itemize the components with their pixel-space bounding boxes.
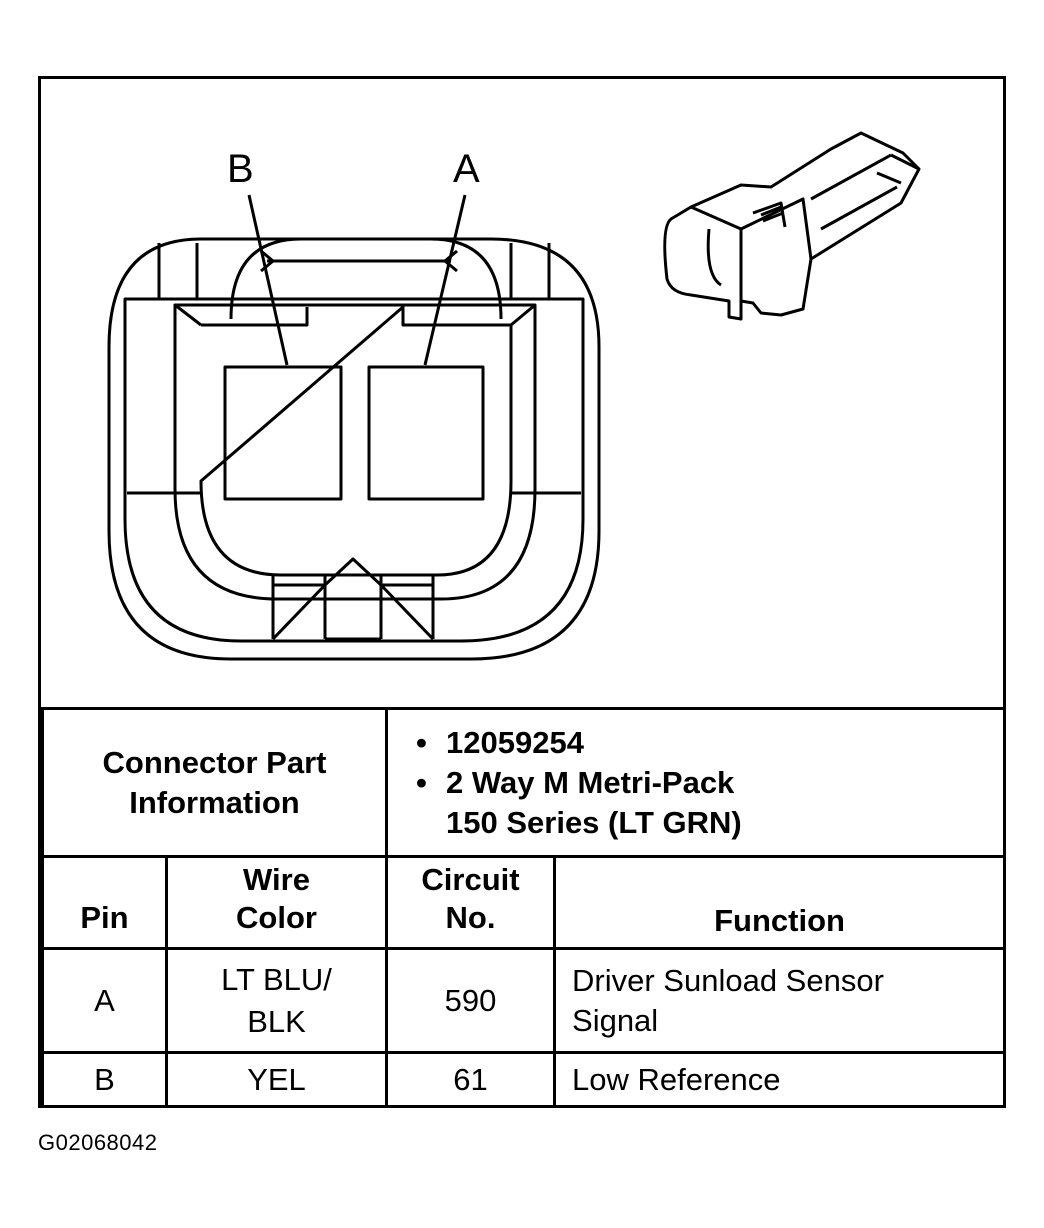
pin-label-a: A: [453, 147, 480, 191]
row-a-wire-color-line1: LT BLU/: [221, 961, 332, 997]
row-a-pin: A: [41, 947, 168, 1054]
connector-part-info-label-line1: Connector Part: [102, 744, 327, 780]
connector-figure: B A: [41, 79, 1003, 707]
connector-outer-housing: [107, 237, 601, 661]
header-wire-color-line1: Wire: [243, 862, 310, 897]
header-wire-color-line2: Color: [236, 900, 317, 935]
leader-line-b: [247, 194, 289, 366]
row-b-pin: B: [41, 1051, 168, 1108]
connector-part-info-label: Connector Part Information: [40, 707, 389, 858]
header-circuit-line2: No.: [445, 900, 496, 935]
connector-isometric-sketch: [663, 131, 921, 321]
row-b-function: Low Reference: [553, 1051, 1007, 1108]
header-wire-color: Wire Color: [164, 855, 389, 950]
connector-part-info-row: Connector Part Information 12059254 2 Wa…: [40, 707, 1007, 858]
connector-sheet: B A Connector Part Information 12059254 …: [38, 76, 1007, 1108]
terminal-cavity-a: [367, 365, 485, 501]
figure-code: G02068042: [38, 1130, 158, 1155]
row-b-wire-color: YEL: [164, 1051, 389, 1108]
connector-key: [271, 575, 435, 639]
connector-cavity-frame: [173, 303, 537, 601]
leader-line-a: [423, 194, 467, 366]
header-circuit-line1: Circuit: [421, 862, 520, 897]
row-a-circuit: 590: [385, 947, 557, 1054]
header-pin: Pin: [41, 855, 168, 950]
connector-part-info-label-line2: Information: [129, 784, 300, 820]
header-pin-label: Pin: [80, 900, 129, 935]
connector-latch: [229, 237, 503, 320]
connector-type: 2 Way M Metri-Pack 150 Series (LT GRN): [416, 763, 1003, 843]
row-a-function-line2: Signal: [572, 1002, 659, 1038]
row-a-wire-color: LT BLU/ BLK: [164, 947, 389, 1054]
header-function: Function: [553, 855, 1007, 950]
terminal-cavity-b: [223, 365, 343, 501]
connector-drawing: [107, 131, 921, 661]
connector-inner-outline: [123, 297, 585, 643]
table-row: B YEL 61 Low Reference: [41, 1051, 1007, 1108]
row-a-function: Driver Sunload Sensor Signal: [553, 947, 1007, 1054]
connector-info-table: Connector Part Information 12059254 2 Wa…: [40, 707, 1007, 1108]
header-circuit: Circuit No.: [385, 855, 557, 950]
table-row: A LT BLU/ BLK 590 Driver Sunload Sensor …: [41, 947, 1007, 1054]
part-number: 12059254: [416, 723, 1003, 763]
row-a-function-line1: Driver Sunload Sensor: [572, 962, 884, 998]
row-b-circuit: 61: [385, 1051, 557, 1108]
table-header-row: Pin Wire Color Circuit No. Function: [41, 855, 1007, 950]
row-a-wire-color-line2: BLK: [247, 1003, 306, 1039]
connector-type-line2: 150 Series (LT GRN): [446, 804, 742, 840]
connector-part-info-values: 12059254 2 Way M Metri-Pack 150 Series (…: [385, 707, 1007, 858]
connector-type-line1: 2 Way M Metri-Pack: [446, 764, 735, 800]
header-function-label: Function: [714, 903, 845, 938]
pin-label-b: B: [227, 147, 254, 191]
